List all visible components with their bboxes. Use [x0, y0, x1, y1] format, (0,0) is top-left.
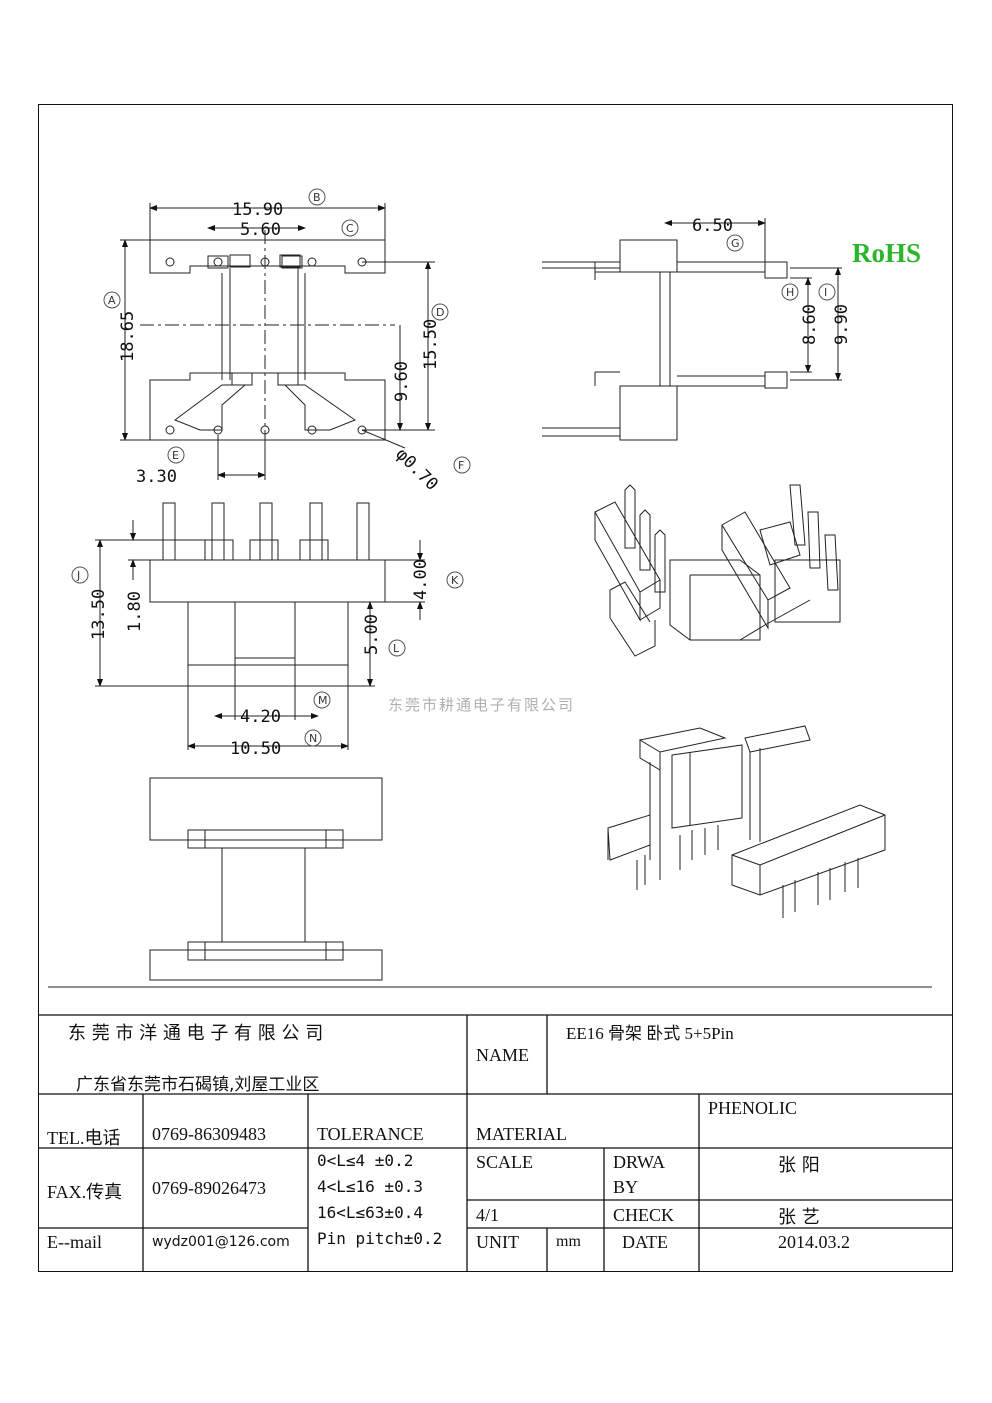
material-label: MATERIAL: [476, 1124, 567, 1144]
callout-i: I: [824, 286, 827, 299]
dim-5-60: 5.60: [240, 220, 281, 240]
dim-6-50: 6.50: [692, 216, 733, 236]
callout-f: F: [458, 459, 464, 472]
front-view: [149, 502, 386, 687]
email-value: wydz001@126.com: [152, 1234, 290, 1250]
top-view: [140, 230, 395, 460]
fax-label: FAX.传真: [47, 1182, 123, 1202]
isometric-view-top: [594, 484, 841, 657]
company-name: 东 莞 市 洋 通 电 子 有 限 公 司: [68, 1023, 324, 1044]
isometric-view-bottom: [607, 725, 886, 918]
drawn-by-label-line1: DRWA: [613, 1152, 666, 1172]
tel-value: 0769-86309483: [152, 1124, 266, 1144]
name-value: EE16 骨架 卧式 5+5Pin: [566, 1024, 734, 1043]
callout-l: L: [393, 642, 400, 655]
date-value: 2014.03.2: [778, 1232, 850, 1252]
drawn-by-value: 张 阳: [778, 1155, 820, 1176]
tolerance-row-2: 4<L≤16 ±0.3: [317, 1177, 423, 1196]
company-address: 广东省东莞市石碣镇,刘屋工业区: [76, 1075, 320, 1095]
side-view: [542, 239, 788, 441]
dim-9-60: 9.60: [392, 361, 412, 402]
callout-g: G: [731, 237, 740, 250]
dim-4-20: 4.20: [240, 707, 281, 727]
tolerance-row-4: Pin pitch±0.2: [317, 1229, 443, 1248]
callout-b: B: [313, 191, 321, 204]
dim-13-50: 13.50: [89, 589, 109, 640]
callout-j: J: [76, 569, 80, 582]
dim-15-50: 15.50: [421, 319, 441, 370]
dim-9-90: 9.90: [832, 304, 852, 345]
dim-15-90: 15.90: [232, 200, 283, 220]
check-label: CHECK: [613, 1205, 675, 1225]
callout-c: C: [346, 222, 354, 235]
email-label: E--mail: [47, 1232, 102, 1252]
drawing-sheet: [38, 104, 953, 1272]
dim-18-65: 18.65: [118, 311, 138, 362]
callout-e: E: [172, 449, 179, 462]
dim-3-30: 3.30: [136, 467, 177, 487]
tolerance-row-1: 0<L≤4 ±0.2: [317, 1151, 414, 1170]
date-label: DATE: [622, 1232, 668, 1252]
dim-5-00: 5.00: [362, 614, 382, 655]
tolerance-row-3: 16<L≤63±0.4: [317, 1203, 423, 1222]
callout-h: H: [786, 286, 794, 299]
dim-10-50: 10.50: [230, 739, 281, 759]
dim-1-80: 1.80: [125, 591, 145, 632]
drawn-by-label-line2: BY: [613, 1177, 639, 1197]
scale-label: SCALE: [476, 1152, 534, 1172]
fax-value: 0769-89026473: [152, 1178, 266, 1198]
tolerance-label: TOLERANCE: [317, 1124, 424, 1144]
callout-m: M: [318, 694, 328, 707]
callout-d: D: [436, 306, 444, 319]
name-label: NAME: [476, 1045, 529, 1065]
check-value: 张 艺: [778, 1207, 820, 1228]
dim-8-60: 8.60: [800, 304, 820, 345]
bottom-view: [149, 777, 383, 981]
dim-4-00: 4.00: [411, 559, 431, 600]
callout-k: K: [451, 574, 459, 587]
callout-n: N: [309, 732, 317, 745]
unit-label: UNIT: [476, 1232, 519, 1252]
scale-value: 4/1: [476, 1205, 500, 1225]
callout-a: A: [108, 294, 116, 307]
technical-drawing: 15.90 B 5.60 C 18.65 A 15.50 D 9.60 3.30…: [48, 188, 932, 988]
watermark: 东莞市耕通电子有限公司: [388, 696, 576, 714]
rohs-logo: RoHS: [852, 238, 922, 268]
unit-value: mm: [556, 1233, 581, 1250]
tel-label: TEL.电话: [47, 1128, 121, 1148]
material-value: PHENOLIC: [708, 1098, 797, 1118]
